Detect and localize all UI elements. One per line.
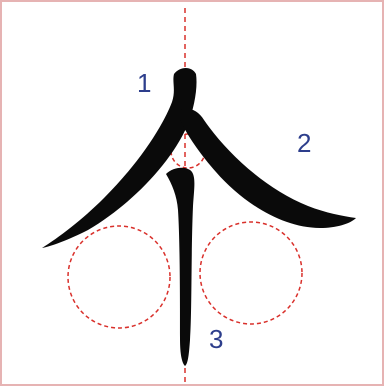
right-guide-circle	[200, 222, 302, 324]
stroke-3-vertical	[166, 168, 194, 366]
stroke-number-3: 3	[209, 326, 223, 352]
stroke-1-left-falling	[42, 68, 197, 248]
calligraphy-character-icon	[42, 68, 356, 366]
stroke-2-right-falling	[179, 108, 356, 228]
stroke-number-1: 1	[137, 70, 151, 96]
left-guide-circle	[68, 226, 170, 328]
stroke-number-2: 2	[297, 130, 311, 156]
